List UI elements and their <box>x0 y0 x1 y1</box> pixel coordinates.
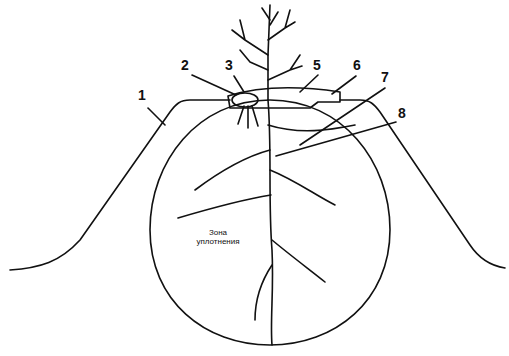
zone-label: Зона уплотнения <box>190 228 246 248</box>
cover-plate <box>228 88 340 108</box>
shoot-branch <box>232 8 302 80</box>
lateral-root <box>178 125 355 320</box>
leader-line <box>234 76 244 92</box>
zone-outline <box>150 100 390 345</box>
zone-outline <box>150 100 390 345</box>
callout-number: 3 <box>224 58 234 72</box>
callout-number: 2 <box>180 58 190 72</box>
callout-number: 5 <box>312 58 322 72</box>
callout-number: 7 <box>380 70 390 84</box>
leader-line <box>332 76 356 94</box>
leader-line <box>148 108 165 125</box>
seed-root <box>238 106 258 128</box>
leader-line <box>192 75 236 95</box>
ridge-outline <box>340 100 505 268</box>
compaction-zone: Зона уплотнения <box>150 100 390 345</box>
main-root <box>268 100 273 345</box>
callout-number: 8 <box>397 106 407 120</box>
leader-line <box>276 122 396 156</box>
leader-line <box>300 75 318 92</box>
callout-number: 1 <box>137 88 147 102</box>
callout-number: 6 <box>352 58 362 72</box>
